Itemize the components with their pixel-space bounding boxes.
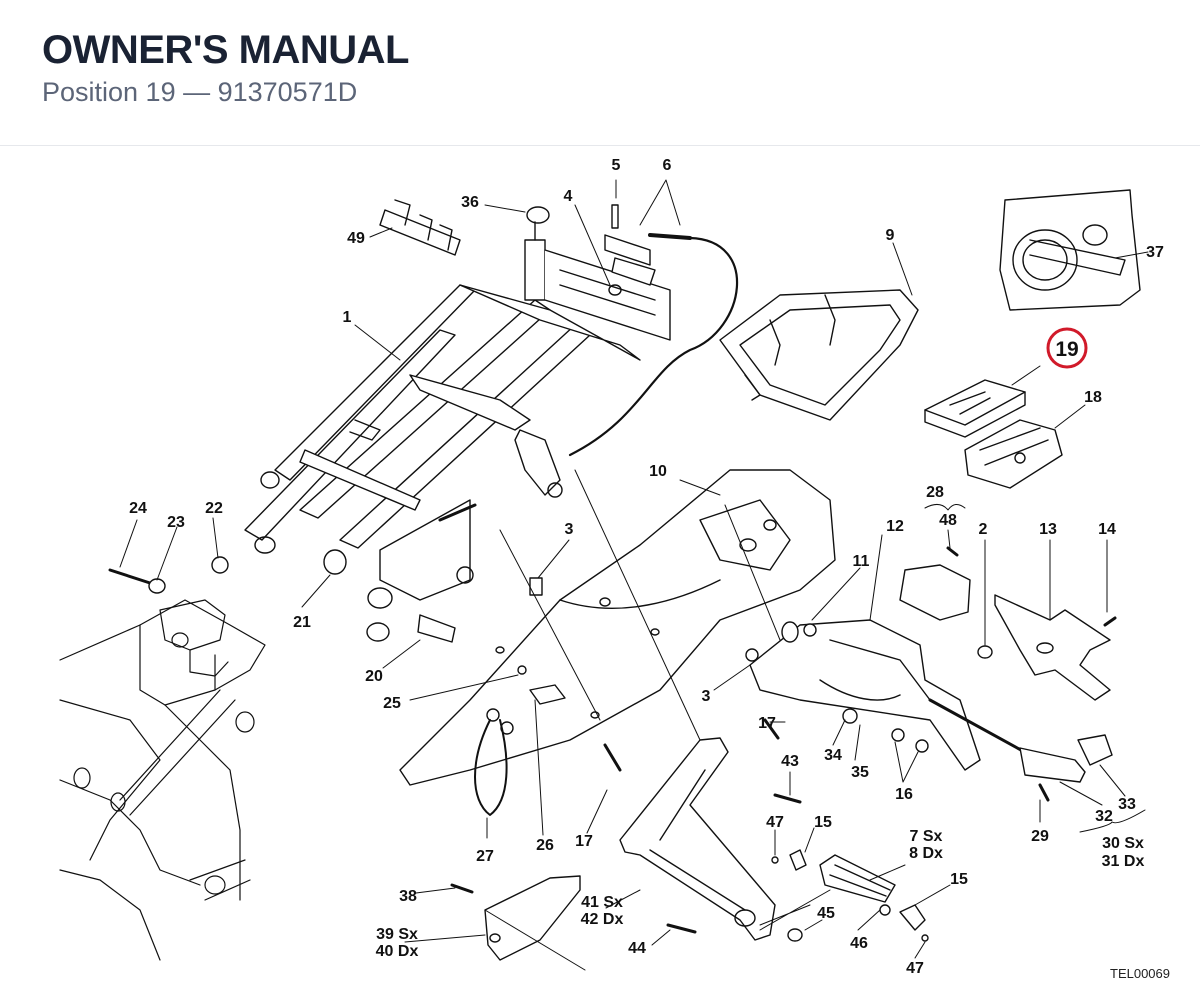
page-header: OWNER'S MANUAL Position 19 — 91370571D (0, 0, 1200, 146)
callout-35: 35 (851, 764, 869, 781)
callout-32: 32 (1095, 808, 1113, 825)
callout-1: 1 (343, 309, 352, 326)
callout-40-dx: 40 Dx (376, 943, 419, 960)
owners-manual-booklet (924, 379, 1026, 438)
callout-20: 20 (365, 668, 383, 685)
callout-28: 28 (926, 484, 944, 501)
callout-30-sx: 30 Sx (1102, 835, 1144, 852)
callout-labels: 1 2 3 3 4 5 6 7 Sx 8 Dx 9 10 11 12 13 14… (129, 157, 1164, 977)
callout-4: 4 (564, 188, 573, 205)
highlighted-position-label: 19 (1055, 338, 1078, 361)
bracket-49 (379, 199, 461, 256)
page-title: OWNER'S MANUAL (42, 28, 409, 72)
callout-37: 37 (1146, 244, 1164, 261)
callout-49: 49 (347, 230, 365, 247)
callout-15-upper: 15 (814, 814, 832, 831)
cable-bracket (526, 204, 739, 457)
exploded-parts-diagram: 19 1 2 3 3 4 5 6 7 Sx 8 Dx 9 10 11 12 13… (0, 146, 1200, 997)
callout-22: 22 (205, 500, 223, 517)
leader-lines (119, 179, 1149, 971)
callout-3-lower: 3 (702, 688, 711, 705)
licence-plate-holder (749, 564, 981, 771)
callout-11: 11 (853, 553, 870, 570)
battery-tray (719, 289, 919, 421)
callout-47-lower: 47 (906, 960, 924, 977)
callout-23: 23 (167, 514, 185, 531)
callout-26: 26 (536, 837, 554, 854)
callout-21: 21 (293, 614, 311, 631)
reflector-bracket (994, 594, 1111, 701)
rear-mudguard (399, 469, 836, 786)
callout-27: 27 (476, 848, 494, 865)
callout-8-dx: 8 Dx (909, 845, 943, 862)
callout-15-lower: 15 (950, 871, 968, 888)
footpeg (789, 849, 896, 903)
callout-46: 46 (850, 935, 868, 952)
callout-41-sx: 41 Sx (581, 894, 623, 911)
callout-24: 24 (129, 500, 147, 517)
callout-47-upper: 47 (766, 814, 784, 831)
callout-2: 2 (979, 521, 988, 538)
callout-33: 33 (1118, 796, 1136, 813)
rear-subframe (244, 239, 671, 642)
callout-5: 5 (612, 157, 621, 174)
heel-guard (484, 875, 581, 961)
callout-45: 45 (817, 905, 835, 922)
callout-14: 14 (1098, 521, 1116, 538)
rear-cover (999, 189, 1141, 311)
callout-7-sx: 7 Sx (910, 828, 943, 845)
callout-43: 43 (781, 753, 799, 770)
callout-13: 13 (1039, 521, 1057, 538)
callout-18: 18 (1084, 389, 1102, 406)
callout-31-dx: 31 Dx (1102, 853, 1145, 870)
footrest-hanger (619, 737, 776, 941)
callout-39-sx: 39 Sx (376, 926, 418, 943)
callout-3-upper: 3 (565, 521, 574, 538)
fasteners (108, 503, 1117, 942)
callout-34: 34 (824, 747, 842, 764)
callout-10: 10 (649, 463, 667, 480)
callout-16: 16 (895, 786, 913, 803)
page-subtitle: Position 19 — 91370571D (42, 77, 358, 107)
callout-17-left: 17 (575, 833, 593, 850)
tool-kit-bag (964, 419, 1063, 489)
callout-36: 36 (461, 194, 479, 211)
highlight-circle (1046, 327, 1088, 369)
callout-12: 12 (886, 518, 904, 535)
main-frame-drawing (59, 599, 266, 961)
callout-29: 29 (1031, 828, 1049, 845)
callout-38: 38 (399, 888, 417, 905)
callout-42-dx: 42 Dx (581, 911, 624, 928)
earth-cable (474, 708, 514, 816)
callout-9: 9 (886, 227, 895, 244)
callout-25: 25 (383, 695, 401, 712)
callout-44: 44 (628, 940, 646, 957)
drawing-id: TEL00069 (1110, 966, 1170, 981)
turn-indicator (928, 698, 1113, 783)
callout-17-right: 17 (758, 715, 776, 732)
parts-drawing: 19 1 2 3 3 4 5 6 7 Sx 8 Dx 9 10 11 12 13… (59, 157, 1170, 981)
callout-6: 6 (663, 157, 672, 174)
callout-48: 48 (939, 512, 957, 529)
